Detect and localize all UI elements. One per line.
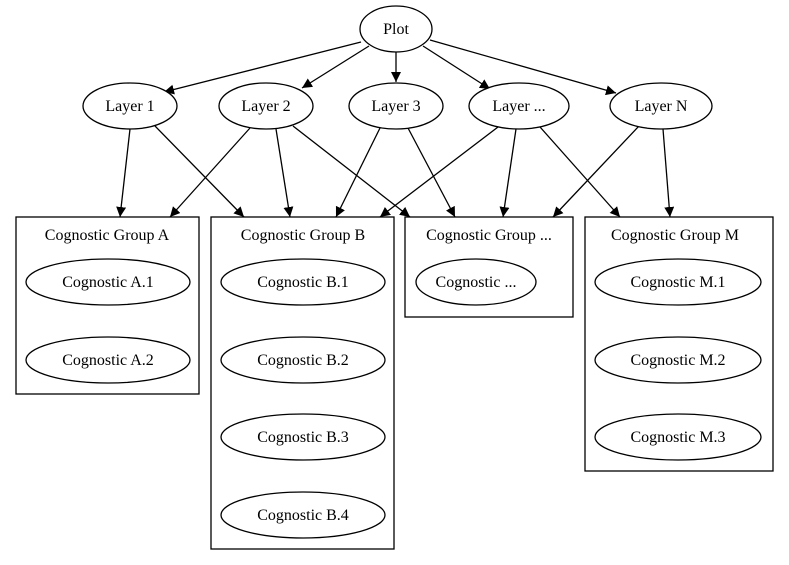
node-groupM-item-1: Cognostic M.1 [594, 258, 762, 306]
node-groupB-item-3-shape [220, 413, 386, 461]
edge-plot-to-layerdots [422, 45, 491, 90]
node-groupM-item-1-shape [594, 258, 762, 306]
node-layerdots-label: Layer ... [492, 98, 545, 115]
node-groupB-item-3-label: Cognostic B.3 [257, 429, 349, 446]
node-plot-shape [359, 5, 433, 53]
node-groupB-item-2: Cognostic B.2 [220, 336, 386, 384]
node-layer3-shape [348, 82, 444, 130]
node-layerdots-shape [468, 82, 570, 130]
node-groupB-item-3: Cognostic B.3 [220, 413, 386, 461]
node-layer2-label: Layer 2 [241, 98, 290, 115]
node-groupA-item-1-shape [25, 258, 191, 306]
edges [116, 39, 675, 218]
cluster-groupB-title: Cognostic Group B [241, 227, 365, 244]
edge-layer3-to-groupB [335, 127, 381, 218]
cluster-groupA: Cognostic Group A Cognostic A.1Cognostic … [15, 216, 200, 395]
node-groupB-item-1-shape [220, 258, 386, 306]
cluster-groupA-box [15, 216, 200, 395]
node-groupA-item-1: Cognostic A.1 [25, 258, 191, 306]
node-groupDots-item-1: Cognostic ... [415, 258, 537, 306]
edge-plot-to-layerN [429, 39, 617, 96]
node-layerdots: Layer ... [468, 82, 570, 130]
node-groupA-item-2-shape [25, 336, 191, 384]
node-plot-label: Plot [383, 21, 409, 38]
edge-layerN-to-groupDots [552, 125, 640, 218]
edge-layer1-to-groupA [116, 128, 131, 218]
node-groupB-item-1: Cognostic B.1 [220, 258, 386, 306]
node-groupDots-item-1-shape [415, 258, 537, 306]
node-groupM-item-3-shape [594, 413, 762, 461]
cluster-groupM: Cognostic Group M Cognostic M.1Cognostic … [584, 216, 774, 472]
node-layerN: Layer N [609, 82, 713, 130]
node-layerN-label: Layer N [635, 98, 688, 115]
node-groupM-item-2-label: Cognostic M.2 [630, 352, 725, 369]
node-layer2: Layer 2 [218, 82, 314, 130]
node-groupB-item-1-label: Cognostic B.1 [257, 274, 349, 291]
node-layer3: Layer 3 [348, 82, 444, 130]
cluster-groupDots-title: Cognostic Group ... [426, 227, 552, 244]
node-groupM-item-3-label: Cognostic M.3 [630, 429, 725, 446]
edge-layer3-to-groupDots [407, 127, 456, 218]
node-layer3-label: Layer 3 [371, 98, 420, 115]
node-groupB-item-4: Cognostic B.4 [220, 491, 386, 539]
cluster-groupM-title: Cognostic Group M [611, 227, 739, 244]
edge-layer2-to-groupA [169, 127, 251, 218]
node-groupDots-item-1-label: Cognostic ... [436, 274, 517, 291]
edge-layerdots-to-groupDots [499, 128, 517, 218]
node-groupB-item-2-label: Cognostic B.2 [257, 352, 349, 369]
edge-layerdots-to-groupB [379, 126, 499, 218]
node-groupA-item-2: Cognostic A.2 [25, 336, 191, 384]
cluster-groupDots-box [404, 216, 574, 318]
edge-layer2-to-groupDots [292, 125, 411, 218]
edge-layerdots-to-groupM [539, 126, 621, 218]
node-layer2-shape [218, 82, 314, 130]
node-groupB-item-2-shape [220, 336, 386, 384]
node-layer1-label: Layer 1 [105, 98, 154, 115]
node-plot: Plot [359, 5, 433, 53]
node-layer1-shape [82, 82, 178, 130]
cluster-groupDots: Cognostic Group ... Cognostic ... [404, 216, 574, 318]
cluster-groupM-box [584, 216, 774, 472]
edge-layer2-to-groupB [275, 128, 294, 218]
edge-layerN-to-groupM [662, 128, 675, 218]
node-groupA-item-2-label: Cognostic A.2 [62, 352, 154, 369]
cluster-groupB: Cognostic Group B Cognostic B.1Cognostic … [210, 216, 395, 550]
edge-plot-to-layer2 [301, 45, 370, 89]
node-groupB-item-4-label: Cognostic B.4 [257, 507, 349, 524]
node-groupA-item-1-label: Cognostic A.1 [62, 274, 154, 291]
node-groupB-item-4-shape [220, 491, 386, 539]
node-layerN-shape [609, 82, 713, 130]
node-groupM-item-3: Cognostic M.3 [594, 413, 762, 461]
cluster-groupB-box [210, 216, 395, 550]
node-groupM-item-2: Cognostic M.2 [594, 336, 762, 384]
node-groupM-item-1-label: Cognostic M.1 [630, 274, 725, 291]
node-groupM-item-2-shape [594, 336, 762, 384]
cluster-groupA-title: Cognostic Group A [45, 227, 170, 244]
node-layer1: Layer 1 [82, 82, 178, 130]
edge-layer1-to-groupB [154, 125, 245, 218]
edge-plot-to-layer1 [163, 41, 362, 95]
